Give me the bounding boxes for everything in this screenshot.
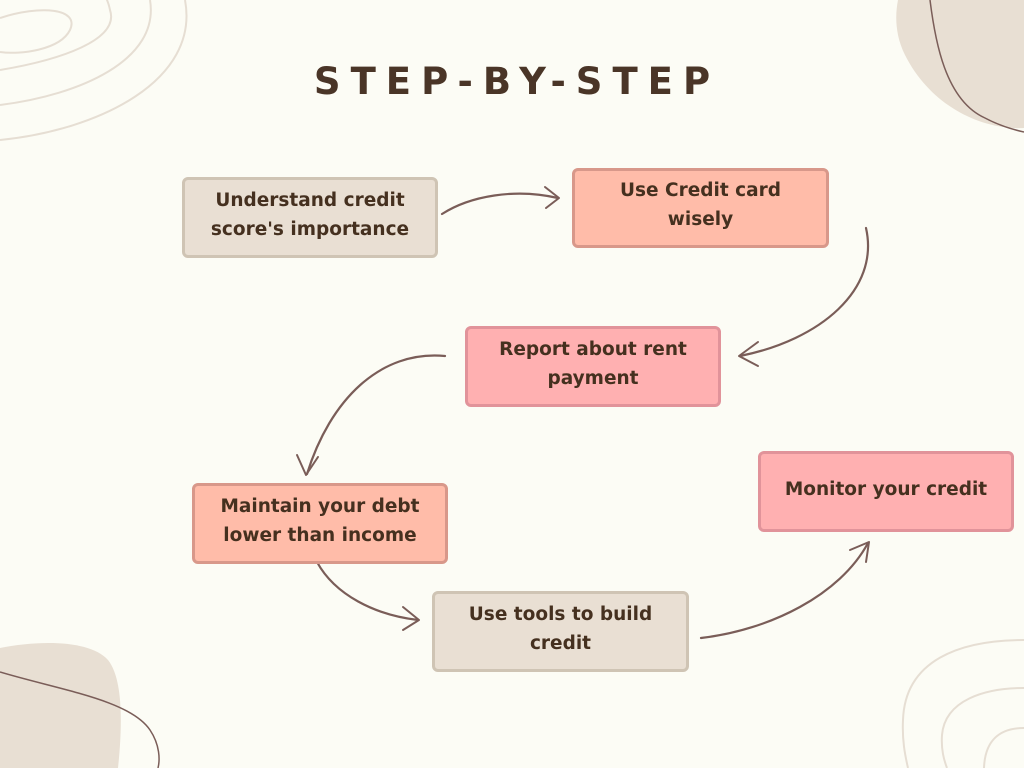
corner-blob-bottom-left <box>0 643 121 768</box>
arrow-step-5-to-6 <box>699 541 870 640</box>
step-box-report-rent-payment: Report about rent payment <box>465 326 721 407</box>
step-box-use-credit-card-wisely: Use Credit card wisely <box>572 168 829 248</box>
page-title: STEP-BY-STEP <box>313 60 721 103</box>
step-box-use-tools-to-build-credit: Use tools to build credit <box>432 591 689 672</box>
arrow-step-4-to-5 <box>315 560 420 631</box>
arrow-step-1-to-2 <box>440 186 560 216</box>
step-label: Monitor your credit <box>784 479 988 500</box>
arrow-step-3-to-4 <box>296 354 447 476</box>
step-label: Understand credit score's importance <box>210 189 410 240</box>
arrowhead-icon <box>849 541 870 563</box>
corner-blob-top-right <box>896 0 1024 129</box>
arrow-step-2-to-3 <box>738 226 869 367</box>
step-box-monitor-your-credit: Monitor your credit <box>758 451 1014 532</box>
step-box-maintain-debt-lower: Maintain your debt lower than income <box>192 483 448 564</box>
arrowhead-icon <box>296 454 319 476</box>
arrowhead-icon <box>738 341 759 367</box>
step-label: Use Credit card wisely <box>620 180 781 230</box>
step-label: Maintain your debt lower than income <box>220 495 420 546</box>
arrowhead-icon <box>544 186 560 209</box>
step-label: Use tools to build credit <box>468 603 653 654</box>
arrowhead-icon <box>402 606 420 631</box>
step-label: Report about rent payment <box>499 338 687 389</box>
step-box-understand-credit-score: Understand credit score's importance <box>182 177 438 258</box>
